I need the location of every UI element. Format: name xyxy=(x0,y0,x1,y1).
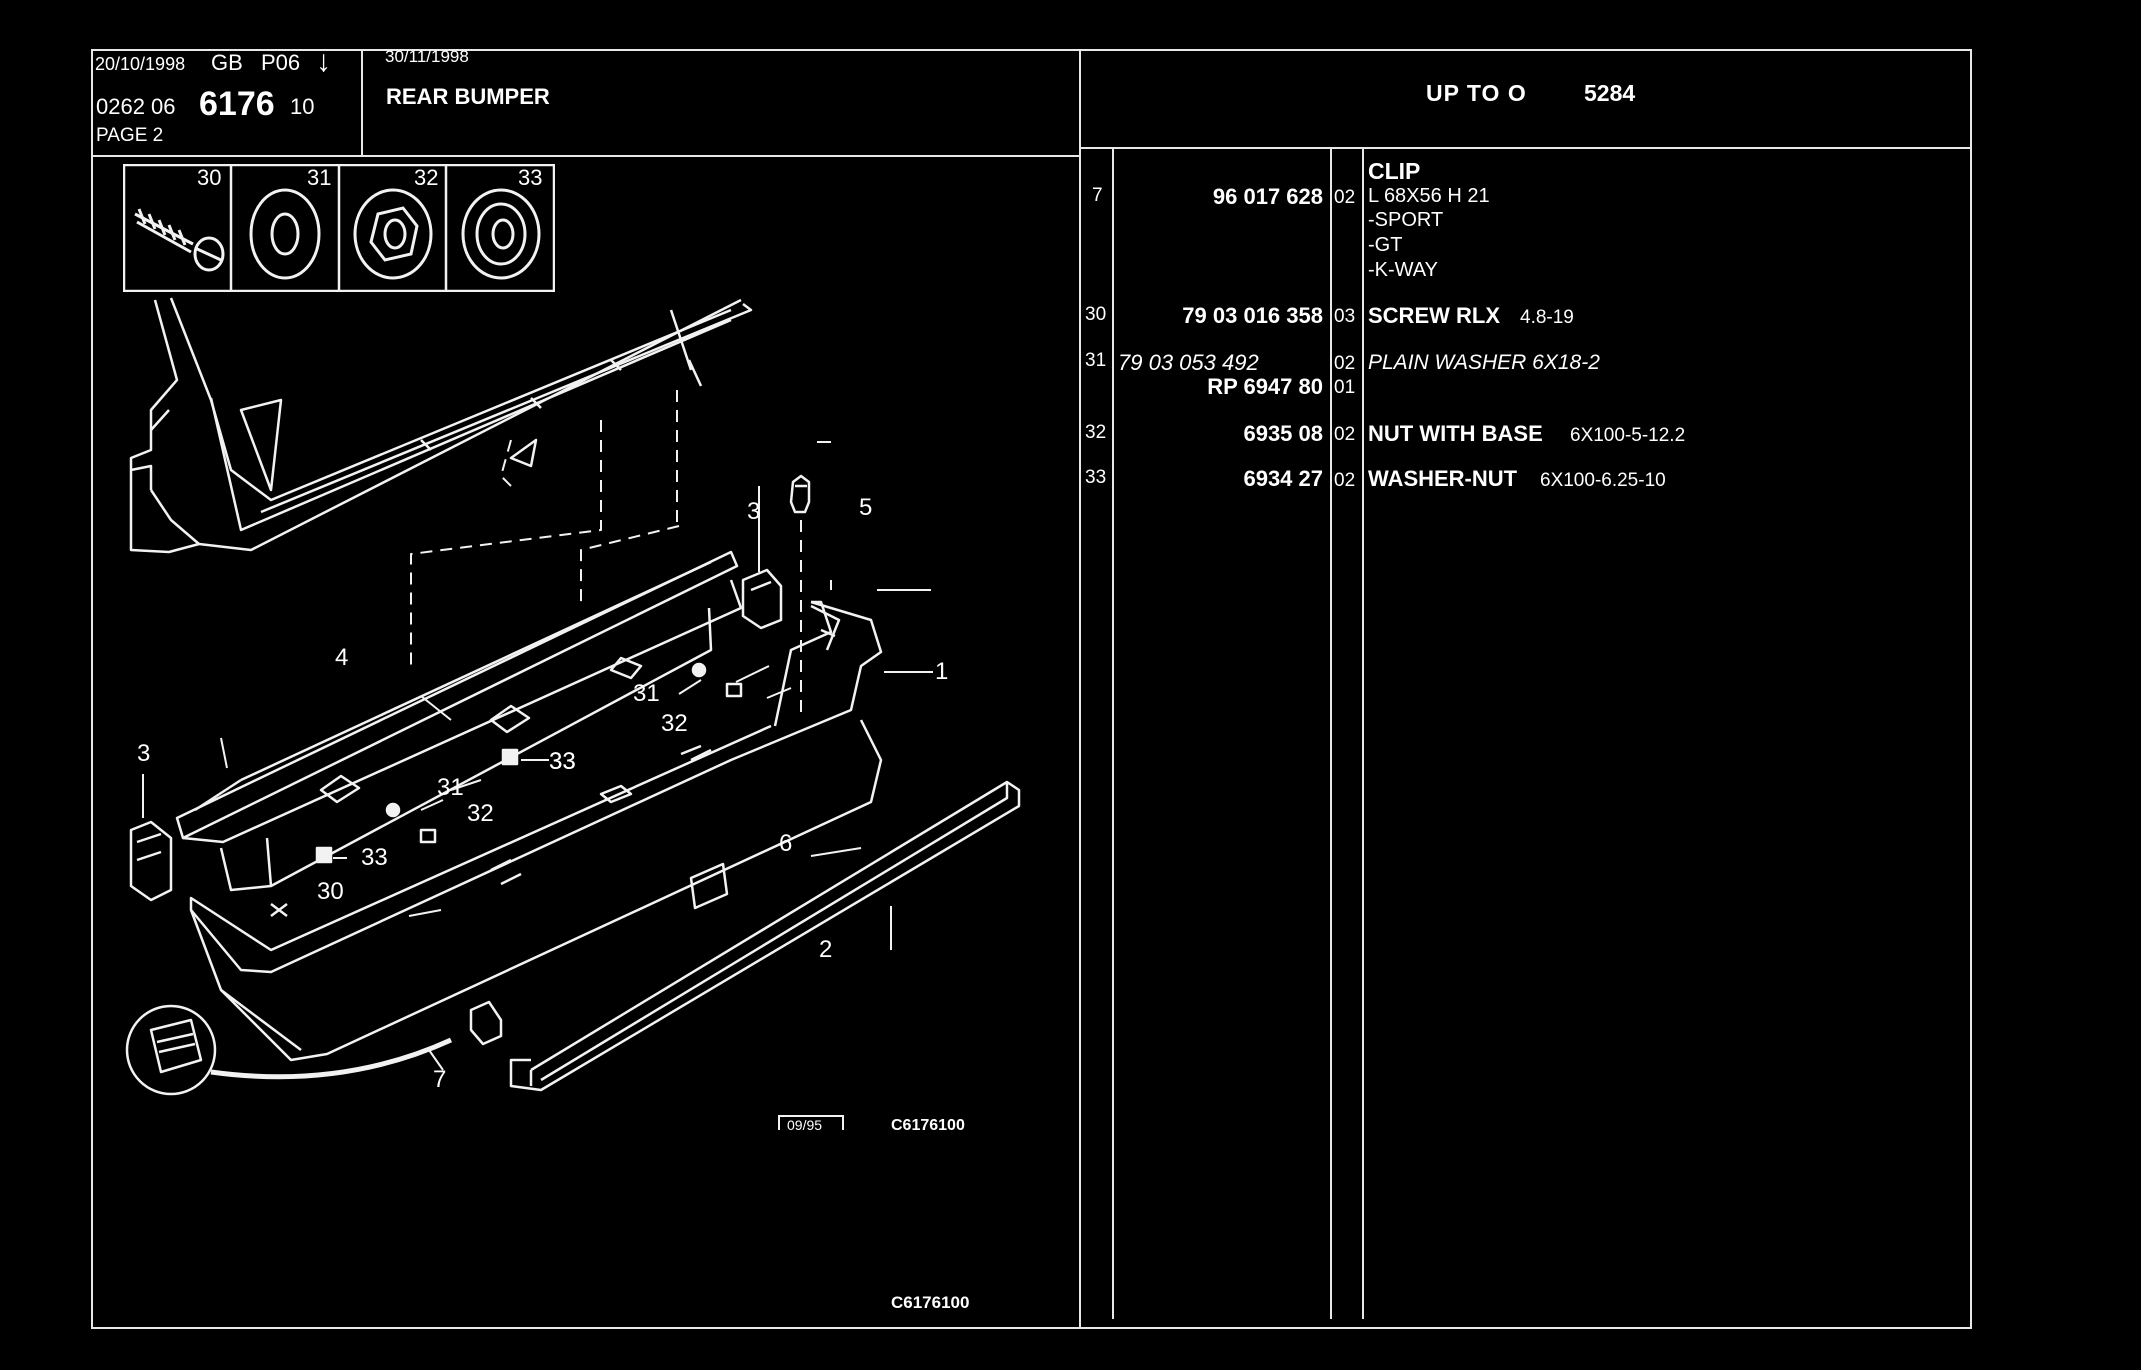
bumper-reinforcement xyxy=(175,550,743,892)
down-arrow-icon: ↓ xyxy=(316,45,331,78)
body-rear-panel xyxy=(129,297,753,554)
callout-33-lower: 33 xyxy=(361,844,388,871)
bumper-moulding xyxy=(509,780,1021,1092)
right-header-rule xyxy=(1079,147,1972,149)
callout-3-upper: 3 xyxy=(747,498,761,525)
diagram-stamp: 09/95 xyxy=(787,1117,823,1133)
part-32-qty: 02 xyxy=(1334,424,1356,445)
magnified-detail xyxy=(125,1004,453,1096)
part-7-detail-1: L 68X56 H 21 xyxy=(1368,185,1490,207)
table-col-rule-2 xyxy=(1330,147,1332,1319)
callout-4: 4 xyxy=(335,644,349,671)
washer-nut-icon xyxy=(461,188,541,280)
part-7-name: CLIP xyxy=(1368,158,1421,184)
part-32-ref: 32 xyxy=(1085,422,1107,443)
bracket-upper xyxy=(741,568,783,630)
market-code: GB xyxy=(211,50,243,75)
left-header-rule xyxy=(91,155,1081,157)
inset-label-32: 32 xyxy=(414,165,439,190)
ref-prefix: 0262 06 xyxy=(96,94,176,119)
callout-30: 30 xyxy=(317,878,344,905)
part-33-ref: 33 xyxy=(1085,467,1107,488)
drawing-ref: C6176100 xyxy=(891,1117,965,1134)
screw-30-mark xyxy=(270,903,288,917)
hardware-inset: 30 31 32 33 xyxy=(123,164,555,292)
callout-6: 6 xyxy=(779,830,793,857)
part-31-alt-qty: 01 xyxy=(1334,377,1356,398)
exploded-view-drawing: 1 2 3 3 4 5 6 7 30 31 31 32 32 33 33 33 … xyxy=(91,290,1079,1134)
part-32-number: 6935 08 xyxy=(1243,421,1323,446)
callout-33-mid: 33 xyxy=(549,748,576,775)
callout-7: 7 xyxy=(433,1066,447,1093)
part-30-qty: 03 xyxy=(1334,306,1356,327)
part-7-detail-3: -GT xyxy=(1368,234,1403,256)
part-30-ref: 30 xyxy=(1085,304,1107,325)
part-31-qty: 02 xyxy=(1334,353,1356,374)
callout-3-left: 3 xyxy=(137,740,151,767)
part-7-detail-4: -K-WAY xyxy=(1368,259,1438,281)
callout-2: 2 xyxy=(819,936,833,963)
part-7-qty: 02 xyxy=(1334,187,1356,208)
part-31-number: 79 03 053 492 xyxy=(1118,350,1259,375)
callout-31-upper: 31 xyxy=(633,680,660,707)
revision-date: 30/11/1998 xyxy=(385,47,469,66)
issue-date: 20/10/1998 xyxy=(95,54,186,74)
callout-5: 5 xyxy=(859,494,873,521)
part-30-spec: 4.8-19 xyxy=(1520,307,1574,328)
part-33-qty: 02 xyxy=(1334,470,1356,491)
part-30-name: SCREW RLX xyxy=(1368,303,1500,328)
bumper-cover xyxy=(189,600,883,1062)
part-30-number: 79 03 016 358 xyxy=(1182,303,1323,328)
screw-icon xyxy=(134,208,225,272)
reflector-6 xyxy=(689,862,729,910)
callout-32-upper: 32 xyxy=(661,710,688,737)
center-divider xyxy=(1079,49,1081,1329)
inset-label-30: 30 xyxy=(197,165,222,190)
inset-label-31: 31 xyxy=(307,165,332,190)
range-value: 5284 xyxy=(1584,80,1636,106)
part-33-number: 6934 27 xyxy=(1243,466,1323,491)
callout-32-lower: 32 xyxy=(467,800,494,827)
clip-7 xyxy=(469,1000,503,1046)
dashed-guide-lines xyxy=(410,390,802,712)
part-31-ref: 31 xyxy=(1085,350,1107,371)
nut-with-base-icon xyxy=(353,188,433,280)
part-7-ref: 7 xyxy=(1092,185,1103,206)
table-col-rule-3 xyxy=(1362,147,1364,1319)
table-col-rule-1 xyxy=(1112,147,1114,1319)
clip-5 xyxy=(789,474,811,514)
callout-31-lower: 31 xyxy=(437,774,464,801)
page-number: PAGE 2 xyxy=(96,125,164,146)
part-32-name: NUT WITH BASE xyxy=(1368,421,1543,446)
page-code: P06 xyxy=(261,50,301,75)
part-7-detail-2: -SPORT xyxy=(1368,209,1444,231)
part-7-number: 96 017 628 xyxy=(1212,184,1323,209)
inset-label-33: 33 xyxy=(518,165,543,190)
callout-33-upper: 33 xyxy=(549,748,576,775)
part-32-spec: 6X100-5-12.2 xyxy=(1570,425,1686,446)
ref-suffix: 10 xyxy=(290,94,315,119)
page-title: REAR BUMPER xyxy=(386,84,550,109)
page-frame xyxy=(91,49,1972,1329)
bracket-left xyxy=(129,820,173,902)
part-33-spec: 6X100-6.25-10 xyxy=(1540,470,1666,491)
part-33-name: WASHER-NUT xyxy=(1368,466,1518,491)
ref-main: 6176 xyxy=(199,85,275,123)
part-31-name: PLAIN WASHER 6X18-2 xyxy=(1368,351,1600,374)
header-divider xyxy=(361,49,363,155)
range-label: UP TO O xyxy=(1426,80,1527,106)
part-31-alt-number: RP 6947 80 xyxy=(1207,374,1323,399)
plain-washer-icon xyxy=(249,188,321,280)
callout-1: 1 xyxy=(935,658,949,685)
footer-drawing-ref: C6176100 xyxy=(891,1293,970,1312)
